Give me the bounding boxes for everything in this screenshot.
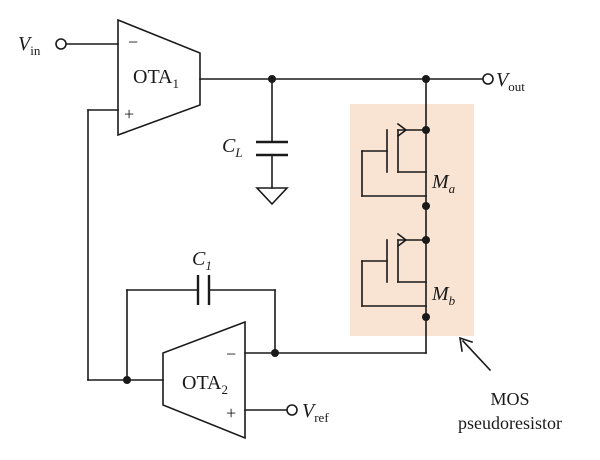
- ota1-label: OTA1: [133, 66, 179, 91]
- annotation-arrow-line: [461, 339, 492, 372]
- junction-dot: [123, 376, 131, 384]
- vout-node: [482, 73, 494, 85]
- cl-capacitor: CL: [222, 78, 289, 206]
- ota1-amplifier: − + OTA1: [117, 18, 201, 137]
- ota2-amplifier: − + OTA2: [162, 320, 246, 440]
- ota2-minus-sign: −: [226, 344, 236, 364]
- vin-terminal: Vin: [18, 33, 119, 58]
- mos-label-line2: pseudoresistor: [458, 413, 562, 433]
- c1-capacitor: C1: [126, 248, 276, 381]
- junction-dot: [422, 126, 430, 134]
- junction-dot: [422, 202, 430, 210]
- ota1-plus-sign: +: [124, 104, 134, 124]
- ground-symbol: [255, 187, 289, 206]
- junction-dot: [268, 75, 276, 83]
- vout-label: Vout: [496, 69, 525, 94]
- pseudoresistor-annotation: MOS pseudoresistor: [458, 336, 562, 433]
- mos-label-line1: MOS: [490, 389, 529, 409]
- mb-label: Mb: [431, 283, 456, 308]
- vref-label: Vref: [302, 400, 329, 425]
- annotation-arrow-head: [459, 336, 474, 352]
- ota1-minus-sign: −: [128, 32, 138, 52]
- ma-label: Ma: [431, 171, 456, 196]
- junction-dot: [422, 313, 430, 321]
- pseudoresistor-highlight: [350, 104, 474, 336]
- transistor-mb: Mb: [361, 205, 456, 354]
- ota2-label: OTA2: [182, 372, 228, 397]
- junction-dot: [422, 236, 430, 244]
- vref-node: [286, 404, 298, 416]
- junction-dot: [422, 75, 430, 83]
- mb-arrow: [396, 232, 408, 248]
- vin-node: [55, 38, 67, 50]
- vin-label: Vin: [18, 33, 41, 58]
- cl-label: CL: [222, 135, 243, 160]
- ota2-plus-sign: +: [226, 403, 236, 423]
- ma-arrow: [396, 122, 408, 138]
- transistor-ma: Ma: [361, 122, 456, 207]
- c1-label: C1: [192, 248, 212, 273]
- junction-dot: [271, 349, 279, 357]
